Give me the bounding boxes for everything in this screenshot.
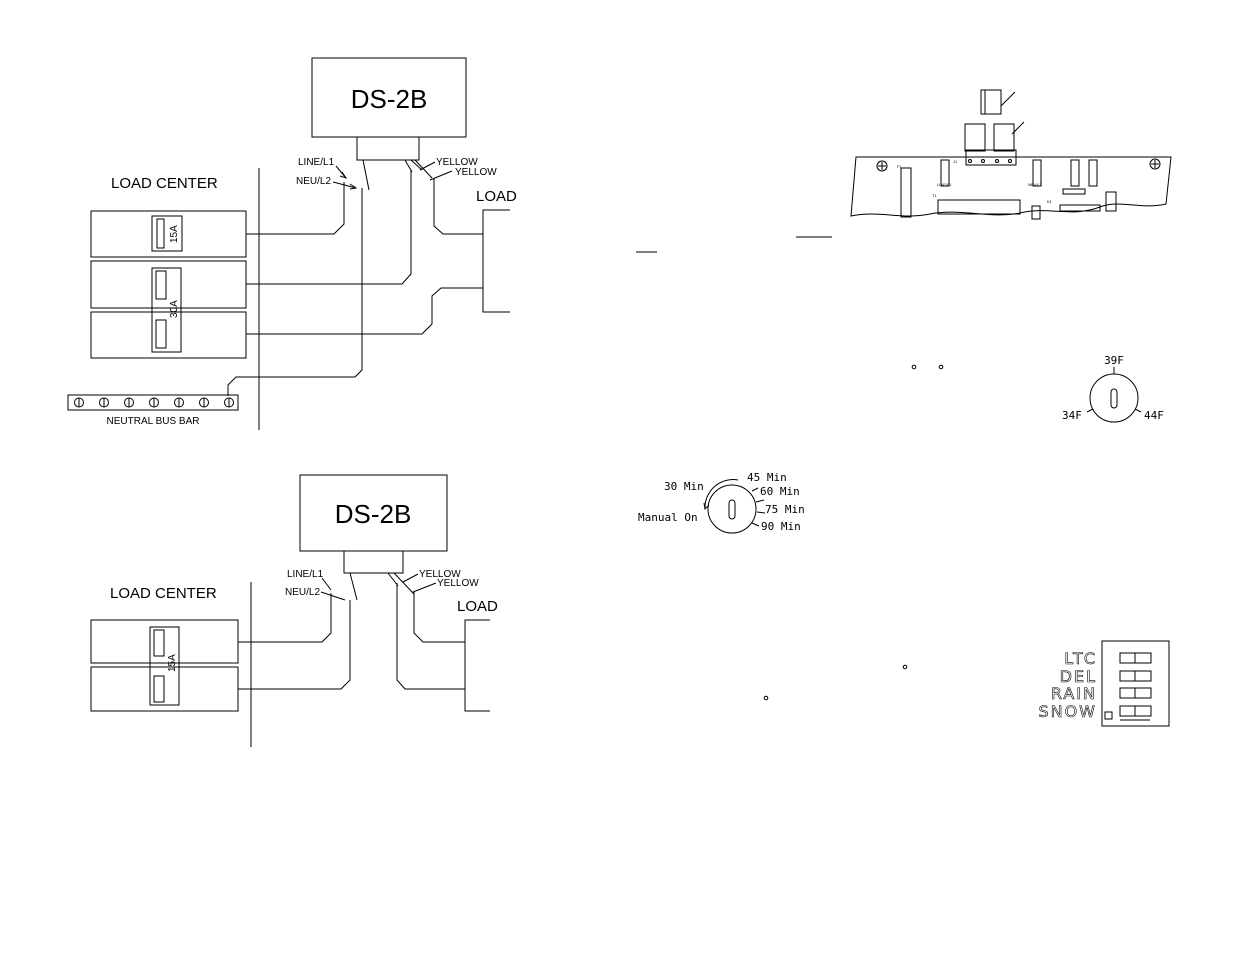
line-l1-label-bottom: LINE/L1	[287, 569, 324, 580]
time-delay-dial: 30 Min 45 Min 60 Min 75 Min 90 Min Manua…	[638, 471, 805, 534]
yellow-label-2-top: YELLOW	[455, 167, 497, 178]
time-75min-label: 75 Min	[765, 503, 805, 516]
neu-l2-label-bottom: NEU/L2	[285, 587, 320, 598]
temp-39f-label: 39F	[1104, 354, 1124, 367]
yellow-label-2-bottom: YELLOW	[437, 578, 479, 589]
time-60min-label: 60 Min	[760, 485, 800, 498]
board-j1-label: J1	[953, 159, 958, 164]
mounting-screw-left	[876, 160, 888, 172]
temp-34f-label: 34F	[1062, 409, 1082, 422]
mounting-screw-right	[1149, 158, 1161, 170]
board-k1-label: K1	[1047, 199, 1053, 204]
load-center-label-bottom: LOAD CENTER	[110, 585, 217, 602]
dip-del-label: DEL	[1060, 667, 1097, 686]
breaker-15a-label-top: 15A	[169, 225, 180, 243]
dip-switch-block: LTC DEL RAIN SNOW	[1038, 640, 1170, 727]
time-45min-label: 45 Min	[747, 471, 787, 484]
load-label-top: LOAD	[476, 188, 517, 205]
dip-ltc-label: LTC	[1064, 649, 1097, 668]
load-center-label-top: LOAD CENTER	[111, 175, 218, 192]
board-line-l1-label: LINE/L1	[937, 182, 952, 187]
breaker-30a-label: 30A	[169, 300, 180, 318]
dip-rain-label: RAIN	[1051, 684, 1097, 703]
time-90min-label: 90 Min	[761, 520, 801, 533]
ds2b-label-bottom: DS-2B	[335, 499, 412, 529]
board-fuse-label: F1	[897, 164, 902, 169]
load-label-bottom: LOAD	[457, 598, 498, 615]
yellow-label-1-bottom: YELLOW	[419, 569, 461, 580]
temp-44f-label: 44F	[1144, 409, 1164, 422]
temperature-dial: 39F 34F 44F	[1062, 354, 1164, 423]
ds2b-terminal-block-top	[356, 136, 420, 161]
top-wiring-diagram: DS-2B LOAD CENTER LOAD LINE/L1 NEU/L2 YE…	[67, 57, 517, 430]
neutral-bus-bar-label: NEUTRAL BUS BAR	[107, 416, 200, 427]
yellow-label-1-top: YELLOW	[436, 157, 478, 168]
ds2b-terminal-block-bottom	[343, 550, 404, 574]
ds2b-label-top: DS-2B	[351, 84, 428, 114]
breaker-15a-label-bottom: 15A	[167, 654, 178, 672]
knob-top	[980, 89, 1002, 115]
time-manual-on-label: Manual On	[638, 511, 698, 524]
time-30min-label: 30 Min	[664, 480, 704, 493]
line-l1-label-top: LINE/L1	[298, 157, 335, 168]
dip-snow-label: SNOW	[1038, 702, 1097, 721]
control-board: F1 J1 K1 T1 LINE/L1 NEU/L2	[850, 89, 1172, 220]
board-neu-l2-label: NEU/L2	[1028, 182, 1043, 187]
neu-l2-label-top: NEU/L2	[296, 176, 331, 187]
bottom-wiring-diagram: DS-2B LOAD CENTER LOAD LINE/L1 NEU/L2 YE…	[90, 474, 498, 747]
neutral-bus-screws	[74, 397, 234, 408]
board-t1-label: T1	[932, 193, 937, 198]
